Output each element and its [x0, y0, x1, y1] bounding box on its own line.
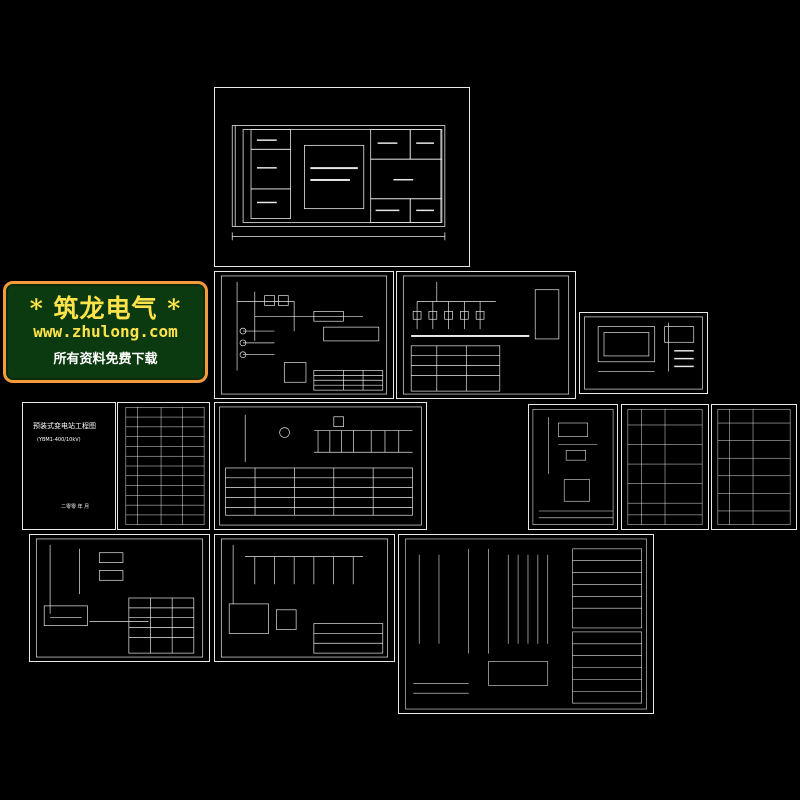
distribution-system-drawing [405, 538, 647, 710]
drawing-sheet-secondary-schematic-1 [214, 271, 394, 399]
watermark-title: * 筑龙电气 * [29, 294, 182, 323]
drawing-sheet-table-1 [621, 404, 709, 530]
drawing-sheet-control-circuit-2 [214, 534, 395, 662]
drawing-sheet-control-circuit-1 [29, 534, 210, 662]
drawing-sheet-detail-small [579, 312, 708, 394]
drawing-sheet-layout-plan [214, 87, 470, 267]
cover-title: 预装式变电站工程图 [33, 422, 96, 430]
control-circuit-drawing-2 [220, 538, 389, 658]
drawing-sheet-primary-system [396, 271, 576, 399]
schematic-drawing-1 [220, 275, 388, 395]
cover-subtitle: (YBM1-400/10kV) [37, 437, 81, 443]
drawing-sheet-table-2 [711, 404, 797, 530]
layout-plan-drawing [231, 125, 446, 241]
primary-system-drawing [402, 275, 570, 395]
schematic-drawing-2 [219, 406, 422, 526]
watermark-slogan: 所有资料免费下载 [53, 352, 158, 367]
watermark-url: www.zhulong.com [33, 322, 178, 341]
zhulong-watermark-badge: * 筑龙电气 * www.zhulong.com 所有资料免费下载 [3, 281, 208, 383]
table-drawing-2 [717, 409, 791, 525]
drawing-sheet-index-table [117, 402, 210, 530]
cover-footer: 二零零 年 月 [61, 504, 90, 510]
table-drawing-1 [627, 409, 703, 525]
drawing-sheet-cover: 预装式变电站工程图 (YBM1-400/10kV) 二零零 年 月 [22, 402, 116, 530]
drawing-sheet-distribution-system [398, 534, 654, 714]
detail-drawing [584, 316, 703, 390]
index-table-drawing [125, 407, 205, 525]
drawing-sheet-secondary-schematic-3 [528, 404, 618, 530]
control-circuit-drawing-1 [35, 538, 204, 658]
schematic-drawing-3 [532, 409, 614, 525]
drawing-sheet-secondary-schematic-2 [214, 402, 427, 530]
